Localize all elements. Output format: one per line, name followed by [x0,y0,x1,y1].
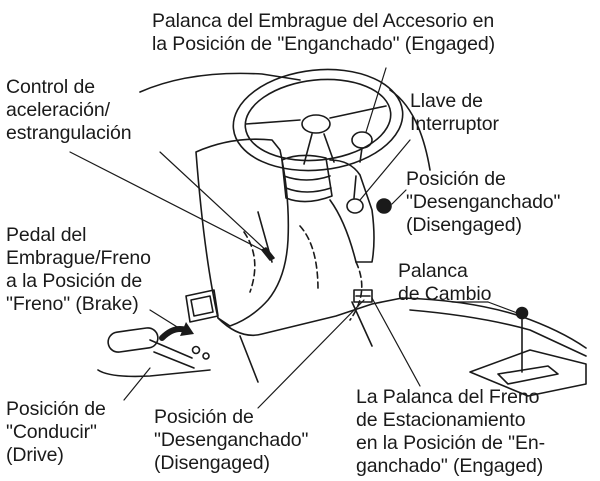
lower-body [217,297,403,337]
label-clutch-brake-pedal: Pedal del Embrague/Freno a la Posición d… [6,224,151,315]
label-key-disengaged: Posición de "Desenganchado" (Disengaged) [406,168,561,236]
attachment-clutch-knob [351,131,373,149]
label-attachment-clutch: Palanca del Embrague del Accesorio en la… [152,10,495,55]
floor-board [239,301,373,383]
parking-brake-lever [353,289,373,303]
label-parking-brake: La Palanca del Freno de Estacionamiento … [356,386,546,477]
label-shift-lever: Palanca de Cambio [398,260,492,305]
hood-outline [139,72,301,93]
right-fender-2 [409,309,587,357]
step-plate [185,289,219,323]
steering-wheel [232,68,404,172]
dash-console-right [329,159,375,263]
ignition-key-body [346,198,364,214]
label-pedal-disengaged: Posición de "Desenganchado" (Disengaged) [154,406,309,474]
steering-column-rings [283,175,332,193]
label-drive-position: Posición de "Conducir" (Drive) [6,398,106,466]
seat-dashed [243,225,363,321]
clutch-pedal [97,327,211,378]
label-throttle-choke: Control de aceleración/ estrangulación [6,76,132,144]
leader-lines [69,67,521,409]
shift-gate [469,349,587,397]
label-ignition-key: Llave de Interruptor [410,90,499,135]
steering-column [281,154,333,203]
ignition-key-dot [376,198,392,214]
dash-console [195,138,290,327]
